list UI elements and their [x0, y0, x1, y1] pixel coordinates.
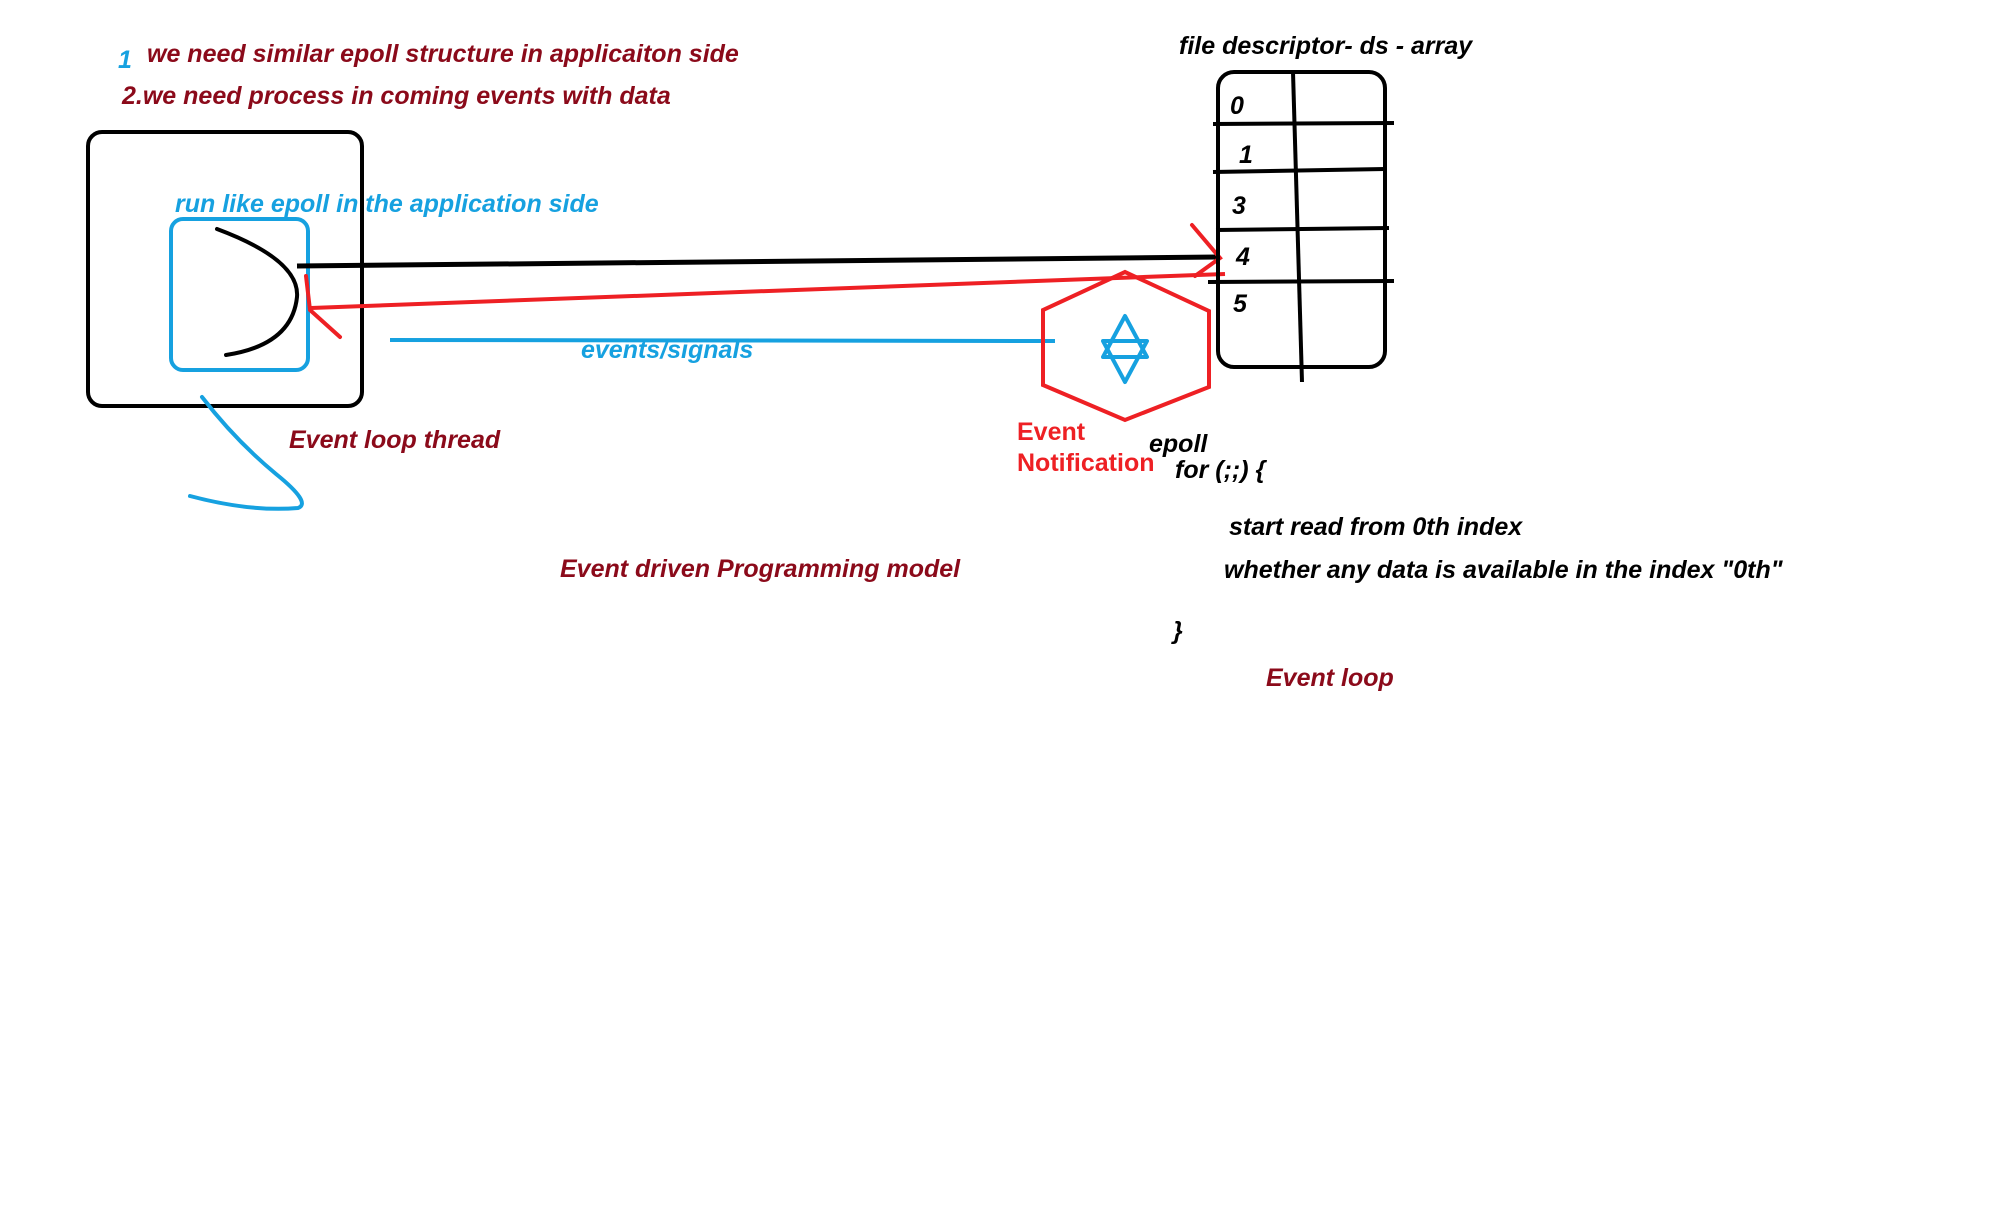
notification-arrowhead — [304, 274, 342, 339]
notification-arrow — [310, 272, 1226, 310]
fd-row-line — [1207, 279, 1395, 284]
epoll-label: epoll — [1149, 430, 1208, 458]
note2-text: 2.we need process in coming events with … — [122, 82, 671, 110]
fd-index: 4 — [1236, 243, 1250, 271]
event-notification-label-line2: Notification — [1017, 449, 1155, 477]
fd-index: 5 — [1233, 290, 1247, 318]
event-loop-code-line1: start read from 0th index — [1229, 513, 1523, 541]
fd-table-title: file descriptor- ds - array — [1179, 32, 1473, 60]
app-epoll-arc — [215, 227, 300, 357]
fd-table-column-line — [1291, 71, 1304, 383]
fd-index: 3 — [1232, 192, 1246, 220]
request-arrow — [296, 254, 1219, 269]
event-notification-label-line1: Event — [1017, 418, 1086, 446]
event-loop-code-close: } — [1173, 617, 1183, 645]
run-like-epoll-label: run like epoll in the application side — [175, 190, 599, 218]
app-epoll-box — [169, 217, 310, 372]
note1-number: 1 — [118, 46, 132, 74]
request-arrowhead — [1190, 223, 1223, 278]
fd-row-line — [1212, 121, 1395, 126]
event-driven-model-label: Event driven Programming model — [560, 555, 961, 583]
fd-index: 0 — [1230, 92, 1244, 120]
events-signals-label: events/signals — [581, 336, 754, 364]
fd-row-line — [1215, 226, 1390, 232]
star-of-david-icon — [1101, 314, 1149, 384]
event-loop-code-open: for (;;) { — [1175, 456, 1266, 484]
fd-row-line — [1212, 167, 1386, 174]
note1-text: we need similar epoll structure in appli… — [147, 40, 739, 68]
signals-line — [389, 338, 1056, 343]
fd-index: 1 — [1239, 141, 1253, 169]
application-box — [86, 130, 364, 408]
thread-squiggle — [188, 395, 304, 511]
notification-hexagon — [1041, 269, 1211, 423]
event-loop-thread-label: Event loop thread — [289, 426, 501, 454]
event-loop-code-line2: whether any data is available in the ind… — [1224, 556, 1783, 584]
event-loop-caption: Event loop — [1266, 664, 1394, 692]
